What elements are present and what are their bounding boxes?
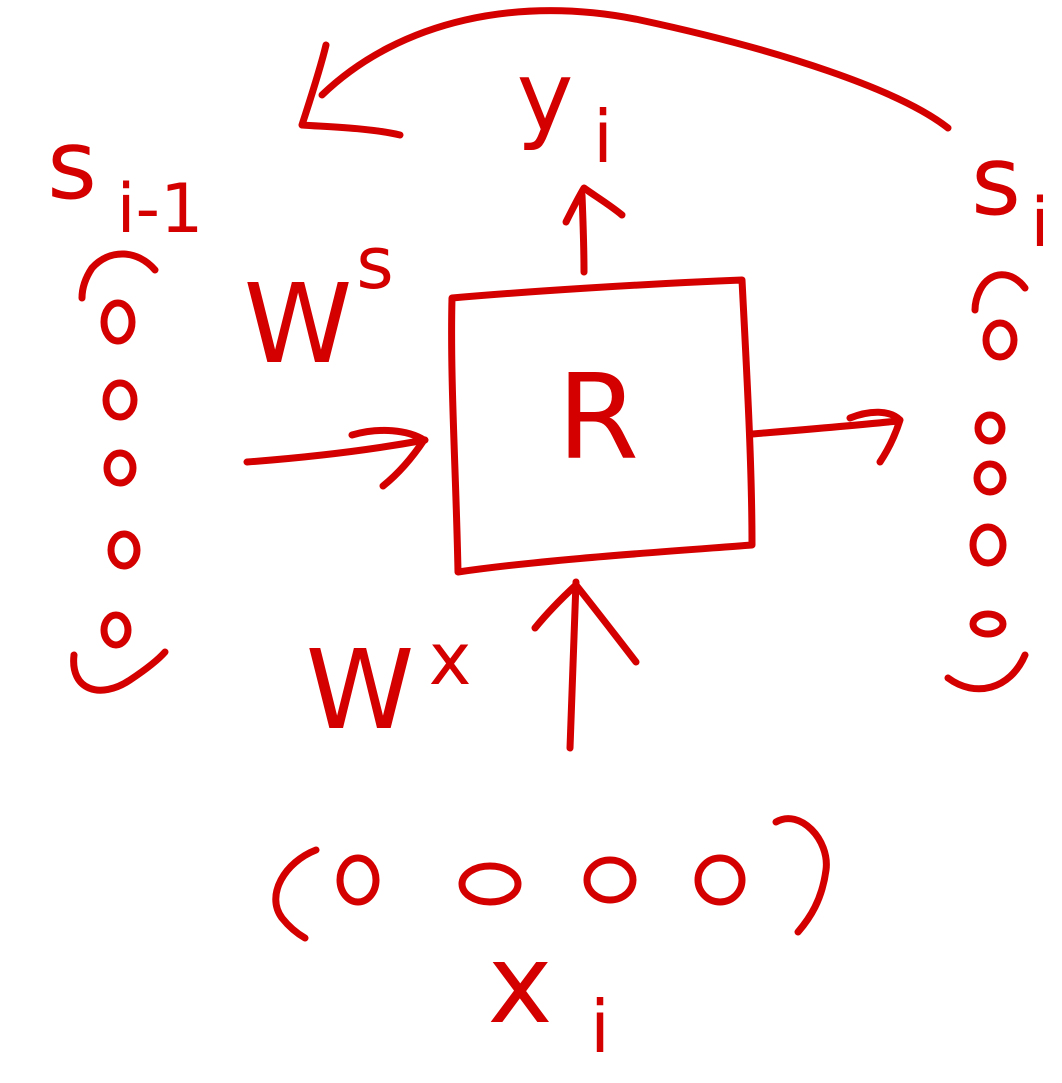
next-state-subscript: i [1031,184,1050,263]
next-state-unit [973,460,1007,496]
prev-state-unit [100,611,132,649]
prev-state-unit [103,449,137,487]
state-output-arrow [748,417,902,438]
input-label: x [487,920,552,1048]
recurrent-loop-arrowhead [298,41,404,139]
prev-state-bracket-bottom [70,648,169,694]
recurrent-loop-arrow [318,7,952,132]
output-arrow [578,191,588,276]
input-unit [336,854,380,906]
state-weight-label: W [244,260,353,388]
output-arrowhead [562,184,626,226]
input-arrowhead [531,581,640,666]
prev-state-unit [107,530,141,570]
next-state-bracket-bottom [944,651,1029,693]
prev-state-unit [102,379,138,421]
cell-label: R [557,348,639,486]
state-weight-superscript: s [356,221,394,305]
next-state-label: s [971,125,1021,237]
prev-state-label: s [47,109,97,221]
next-state-unit [982,319,1018,361]
input-subscript: i [590,985,610,1069]
prev-state-subscript: i-1 [117,170,204,249]
input-arrow [566,578,580,752]
output-subscript: i [593,95,613,179]
next-state-bracket-top [971,271,1029,314]
next-state-unit [969,610,1007,638]
input-unit [458,862,522,906]
state-input-arrowhead [348,427,428,490]
prev-state-bracket-top [78,250,159,302]
next-state-unit [974,411,1006,445]
state-output-arrowhead [846,408,904,466]
input-unit [694,854,746,906]
input-bracket-left [272,846,320,942]
cell-box [448,276,756,576]
input-bracket-right [772,815,830,936]
prev-state-unit [100,299,136,345]
input-unit [583,856,637,904]
output-label: y [517,41,574,153]
input-weight-superscript: x [429,617,472,701]
input-weight-label: W [306,626,415,754]
state-input-arrow [243,436,429,466]
next-state-unit [969,523,1007,567]
